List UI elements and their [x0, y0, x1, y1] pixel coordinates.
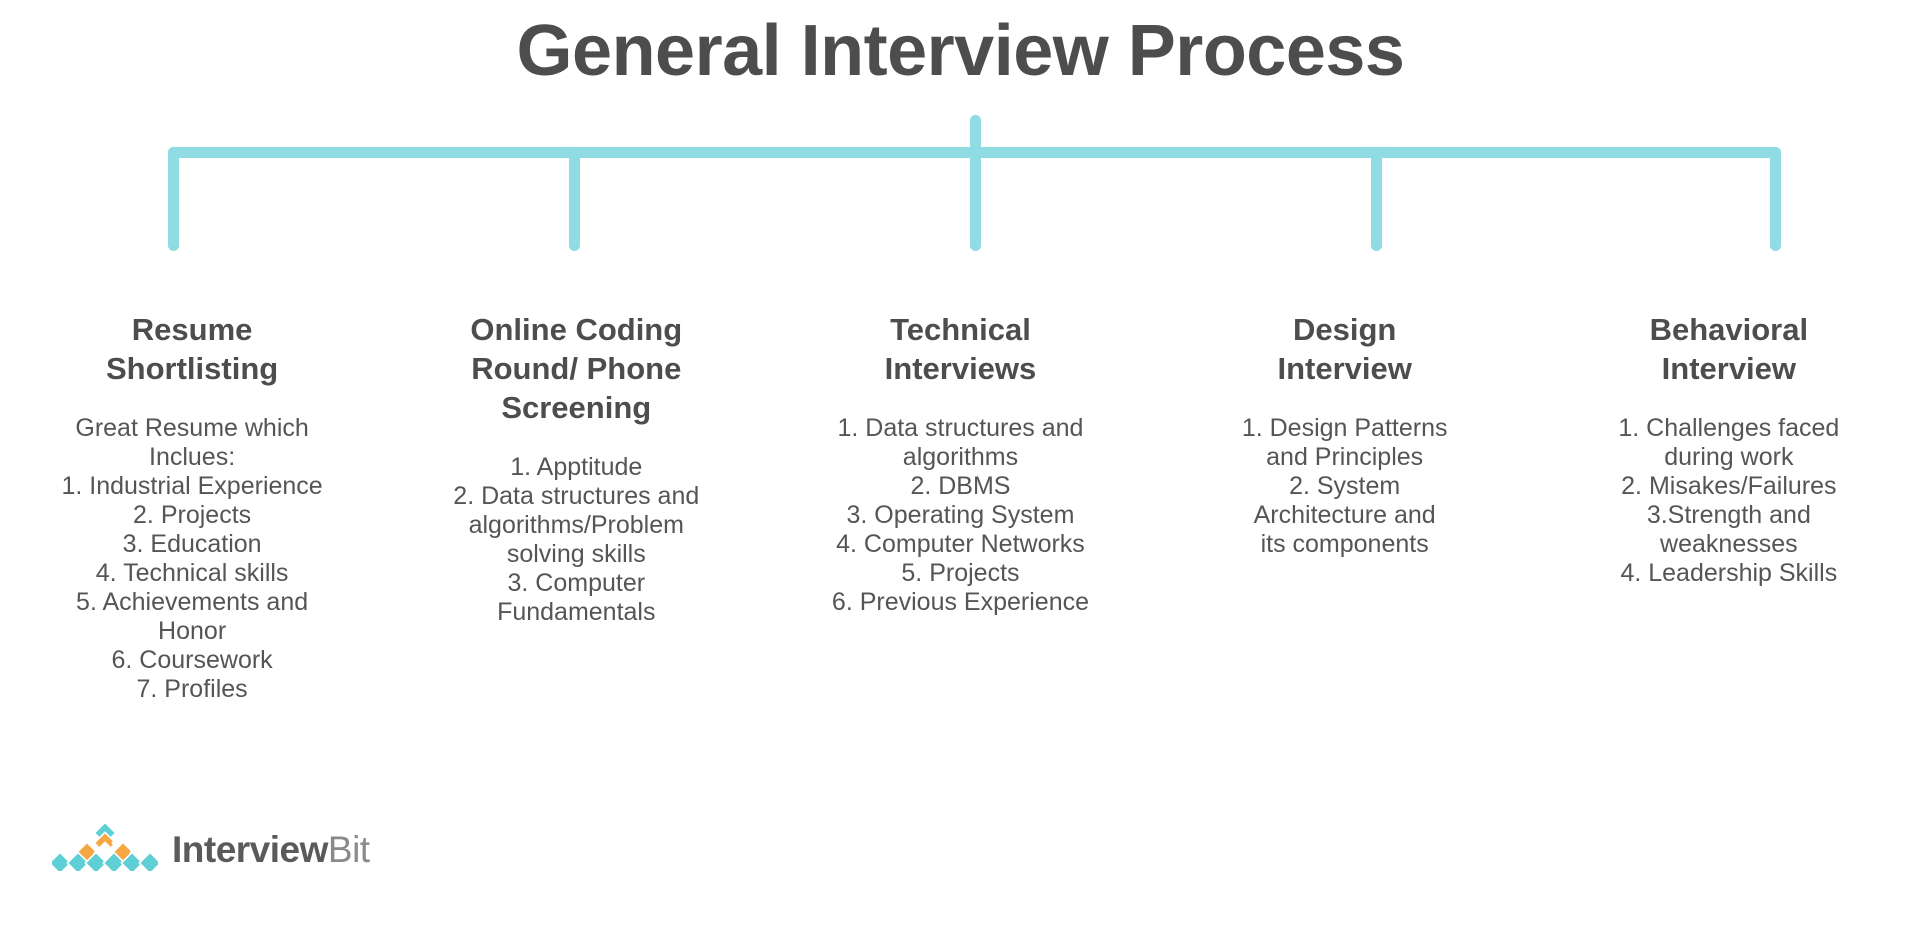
- logo-word-interview: Interview: [172, 828, 328, 870]
- process-flow-bracket: [0, 115, 1921, 310]
- stage-body-technical-interviews: 1. Data structures and algorithms 2. DBM…: [831, 414, 1090, 617]
- bracket-stem-4: [1371, 147, 1382, 251]
- bracket-horizontal-rail: [168, 147, 1781, 158]
- logo-word-bit: Bit: [327, 828, 370, 870]
- logo-wordmark: InterviewBit: [172, 831, 370, 868]
- bracket-stem-1: [168, 147, 179, 251]
- stage-body-behavioral-interview: 1. Challenges faced during work 2. Misak…: [1618, 414, 1840, 588]
- stage-heading-resume-shortlisting: Resume Shortlisting: [105, 312, 279, 387]
- page-title: General Interview Process: [516, 11, 1405, 91]
- bracket-stem-5: [1770, 147, 1781, 251]
- stage-body-online-coding-round: 1. Apptitude 2. Data structures and algo…: [453, 453, 700, 627]
- stage-resume-shortlisting: Resume Shortlisting Great Resume which I…: [0, 310, 384, 704]
- diamond-pyramid-icon: [52, 824, 158, 874]
- bracket-center-stem-top: [970, 115, 981, 160]
- stage-heading-technical-interviews: Technical Interviews: [884, 312, 1037, 387]
- bracket-stem-3: [970, 147, 981, 251]
- stage-technical-interviews: Technical Interviews 1. Data structures …: [768, 310, 1152, 617]
- stage-body-resume-shortlisting: Great Resume which Inclues: 1. Industria…: [61, 414, 323, 704]
- stage-heading-online-coding-round: Online Coding Round/ Phone Screening: [470, 312, 683, 426]
- bracket-stem-2: [569, 147, 580, 251]
- stage-heading-behavioral-interview: Behavioral Interview: [1649, 312, 1809, 387]
- stage-design-interview: Design Interview 1. Design Patterns and …: [1153, 310, 1537, 559]
- interviewbit-logo: InterviewBit: [52, 824, 370, 874]
- stage-heading-design-interview: Design Interview: [1277, 312, 1412, 387]
- process-stages: Resume Shortlisting Great Resume which I…: [0, 310, 1921, 704]
- stage-behavioral-interview: Behavioral Interview 1. Challenges faced…: [1537, 310, 1921, 588]
- stage-online-coding-round: Online Coding Round/ Phone Screening 1. …: [384, 310, 768, 627]
- stage-body-design-interview: 1. Design Patterns and Principles 2. Sys…: [1241, 414, 1448, 559]
